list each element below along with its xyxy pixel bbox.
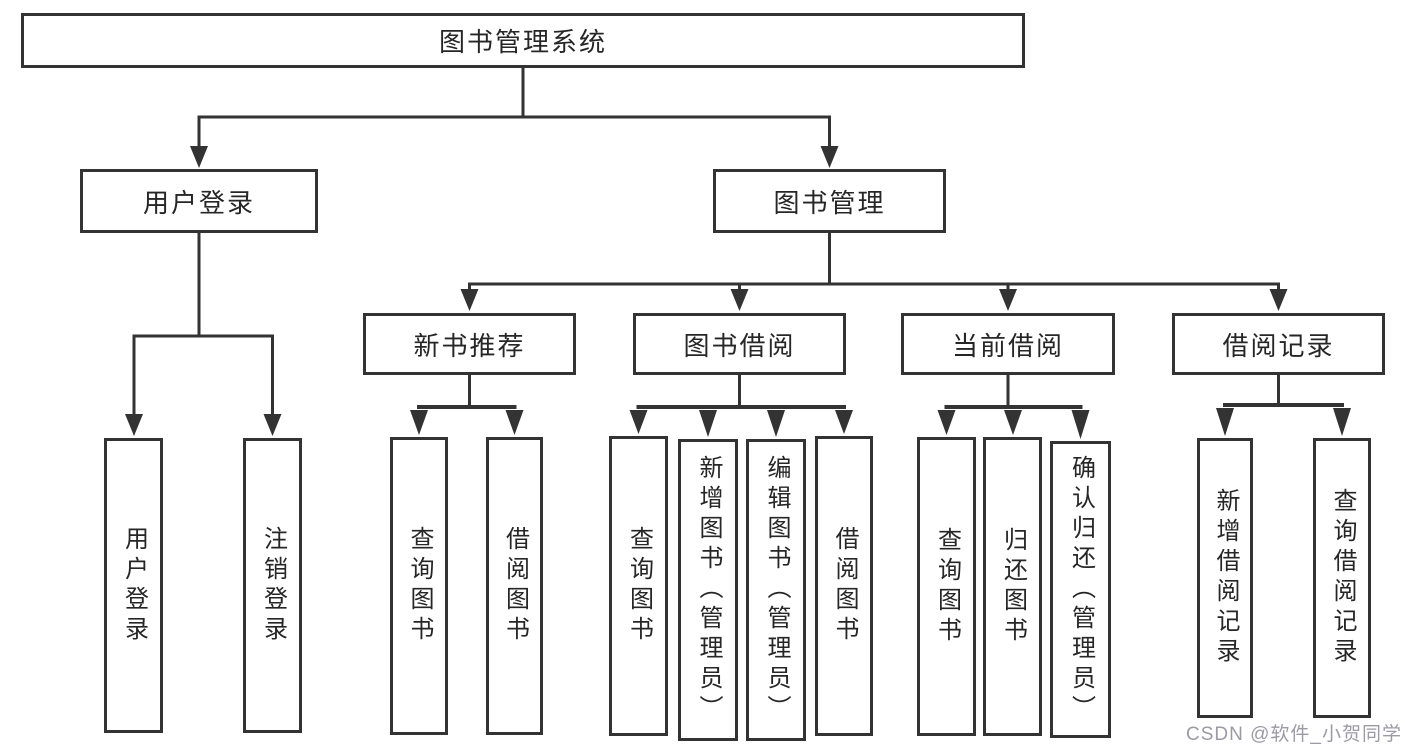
arrow-down-icon	[263, 414, 282, 436]
arrow-down-icon	[505, 410, 524, 435]
node-book-borrow: 图书借阅	[633, 313, 846, 375]
node-borrow-books-leaf: 借阅图书	[815, 436, 873, 736]
node-add-books-admin: 新增图书（管理员）	[678, 439, 738, 741]
node-label: 查询图书	[406, 526, 433, 646]
arrow-down-icon	[767, 410, 785, 437]
node-edit-books-admin: 编辑图书（管理员）	[746, 439, 806, 741]
node-borrow-books-recommend: 借阅图书	[486, 437, 543, 735]
arrowheads	[125, 146, 1351, 439]
node-book-management: 图书管理	[713, 169, 946, 233]
arrow-down-icon	[820, 146, 839, 168]
arrow-down-icon	[835, 410, 853, 434]
node-label: 用户登录	[120, 525, 148, 646]
node-label: 查询图书	[933, 526, 961, 647]
node-query-borrow-record: 查询借阅记录	[1313, 438, 1371, 718]
node-label: 查询图书	[625, 526, 653, 646]
node-label: 确认归还（管理员）	[1067, 454, 1095, 725]
arrow-down-icon	[1071, 410, 1090, 439]
node-label: 查询借阅记录	[1329, 488, 1356, 668]
watermark-text: CSDN @软件_小贺同学	[1186, 724, 1402, 745]
arrow-down-icon	[460, 289, 479, 311]
node-confirm-return-admin: 确认归还（管理员）	[1050, 441, 1111, 738]
arrow-down-icon	[410, 410, 428, 435]
node-new-book-recommend: 新书推荐	[363, 313, 576, 375]
node-add-borrow-record: 新增借阅记录	[1197, 438, 1253, 718]
node-query-books-borrow: 查询图书	[609, 436, 668, 736]
node-label: 注销登录	[259, 525, 287, 646]
arrow-down-icon	[1269, 289, 1288, 311]
node-label: 编辑图书（管理员）	[763, 455, 790, 725]
node-logout-leaf: 注销登录	[243, 438, 302, 733]
node-label: 新增图书（管理员）	[695, 455, 722, 725]
node-label: 新增借阅记录	[1212, 488, 1239, 668]
connector-paths	[132, 68, 1344, 417]
node-label: 借阅图书	[831, 526, 858, 646]
arrow-down-icon	[1004, 410, 1022, 435]
arrow-down-icon	[1333, 408, 1351, 436]
arrow-down-icon	[999, 289, 1017, 311]
node-user-login: 用户登录	[80, 169, 318, 233]
node-label: 归还图书	[999, 526, 1027, 647]
arrow-down-icon	[125, 414, 143, 436]
node-current-borrow: 当前借阅	[901, 313, 1115, 375]
arrow-down-icon	[937, 410, 956, 435]
node-borrow-records: 借阅记录	[1172, 313, 1385, 375]
arrow-down-icon	[190, 146, 208, 168]
node-query-books-recommend: 查询图书	[390, 437, 448, 735]
arrow-down-icon	[1216, 408, 1234, 436]
node-label: 借阅图书	[501, 526, 529, 646]
node-query-books-current: 查询图书	[917, 437, 976, 736]
node-return-books: 归还图书	[983, 437, 1042, 736]
arrow-down-icon	[699, 410, 717, 437]
node-user-login-leaf: 用户登录	[104, 438, 163, 733]
arrow-down-icon	[629, 410, 648, 434]
arrow-down-icon	[730, 289, 749, 311]
node-root: 图书管理系统	[21, 13, 1025, 68]
